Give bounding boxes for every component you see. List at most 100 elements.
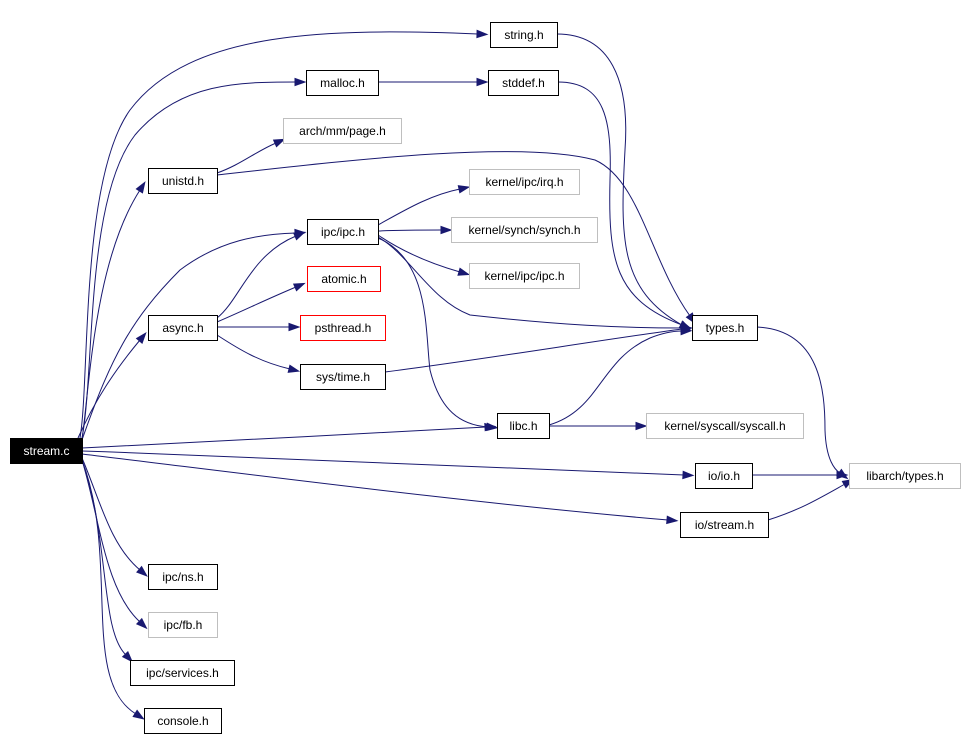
arrowhead-icon <box>292 282 306 292</box>
node-box <box>490 22 558 48</box>
node-label: string.h <box>504 28 543 42</box>
edge-line <box>81 459 127 656</box>
node-box <box>144 708 222 734</box>
node-box <box>695 463 753 489</box>
edge-line <box>384 328 683 373</box>
arrowhead-icon <box>486 422 499 432</box>
node-kernel-synch-synch-h[interactable]: kernel/synch/synch.h <box>451 217 598 243</box>
edge-stream-c-to-libc-h <box>81 422 497 449</box>
node-io-io-h[interactable]: io/io.h <box>695 463 753 489</box>
edge-line <box>81 457 141 571</box>
arrowhead-icon <box>476 29 489 39</box>
node-box <box>148 612 218 638</box>
node-box <box>646 413 804 439</box>
edge-stream-c-to-ipc-ns-h <box>81 457 148 577</box>
edge-ipc-ipc-h-to-kernel-synch-synch-h <box>377 225 453 235</box>
edge-libc-h-to-kernel-syscall-syscall-h <box>549 421 648 431</box>
node-label: libc.h <box>509 419 537 433</box>
edge-unistd-h-to-arch-mm-page-h <box>216 138 286 174</box>
edge-malloc-h-to-stddef-h <box>378 77 489 87</box>
node-stddef-h[interactable]: stddef.h <box>488 70 559 96</box>
node-label: kernel/ipc/ipc.h <box>484 269 564 283</box>
node-malloc-h[interactable]: malloc.h <box>306 70 379 96</box>
arrowhead-icon <box>121 650 134 663</box>
node-kernel-syscall-syscall-h[interactable]: kernel/syscall/syscall.h <box>646 413 804 439</box>
edge-sys-time-h-to-types-h <box>384 324 693 373</box>
node-box <box>10 438 83 464</box>
node-label: malloc.h <box>320 76 365 90</box>
edge-async-h-to-sys-time-h <box>216 334 301 373</box>
edge-line <box>216 286 297 323</box>
node-ipc-services-h[interactable]: ipc/services.h <box>130 660 235 686</box>
arrowhead-icon <box>287 364 301 373</box>
node-arch-mm-page-h[interactable]: arch/mm/page.h <box>283 118 402 144</box>
node-label: stream.c <box>23 444 69 458</box>
node-box <box>306 70 379 96</box>
node-kernel-ipc-irq-h[interactable]: kernel/ipc/irq.h <box>469 169 580 195</box>
node-label: psthread.h <box>315 321 372 335</box>
edge-line <box>216 334 291 370</box>
node-box <box>488 70 559 96</box>
edge-stddef-h-to-types-h <box>557 81 692 329</box>
node-box <box>307 219 379 245</box>
node-label: libarch/types.h <box>866 469 943 483</box>
node-ipc-fb-h[interactable]: ipc/fb.h <box>148 612 218 638</box>
node-label: arch/mm/page.h <box>299 124 386 138</box>
edge-line <box>81 426 487 449</box>
edge-line <box>377 229 443 232</box>
edge-line <box>377 237 489 428</box>
node-atomic-h[interactable]: atomic.h <box>307 266 381 292</box>
edge-ipc-ipc-h-to-kernel-ipc-irq-h <box>377 185 471 226</box>
node-string-h[interactable]: string.h <box>490 22 558 48</box>
edge-line <box>216 235 297 319</box>
edge-async-h-to-psthread-h <box>217 322 301 332</box>
node-label: io/stream.h <box>695 518 754 532</box>
node-label: kernel/ipc/irq.h <box>485 175 563 189</box>
edge-line <box>81 450 685 476</box>
node-box <box>469 169 580 195</box>
node-box <box>451 217 598 243</box>
node-io-stream-h[interactable]: io/stream.h <box>680 512 769 538</box>
node-label: ipc/ns.h <box>162 570 203 584</box>
node-libc-h[interactable]: libc.h <box>497 413 550 439</box>
node-ipc-ns-h[interactable]: ipc/ns.h <box>148 564 218 590</box>
node-stream-c[interactable]: stream.c <box>10 438 83 464</box>
node-ipc-ipc-h[interactable]: ipc/ipc.h <box>307 219 379 245</box>
node-label: kernel/synch/synch.h <box>468 223 580 237</box>
node-psthread-h[interactable]: psthread.h <box>300 315 386 341</box>
edge-libc-h-to-types-h <box>548 326 693 426</box>
node-unistd-h[interactable]: unistd.h <box>148 168 218 194</box>
edge-line <box>81 459 141 623</box>
arrowhead-icon <box>680 326 693 336</box>
node-label: unistd.h <box>162 174 204 188</box>
arrowhead-icon <box>294 77 307 87</box>
node-label: kernel/syscall/syscall.h <box>664 419 785 433</box>
node-sys-time-h[interactable]: sys/time.h <box>300 364 386 390</box>
node-box <box>148 315 218 341</box>
node-libarch-types-h[interactable]: libarch/types.h <box>849 463 961 489</box>
node-box <box>130 660 235 686</box>
arrowhead-icon <box>292 231 306 241</box>
edge-types-h-to-libarch-types-h <box>756 326 849 480</box>
edge-line <box>216 142 277 174</box>
edges-layer <box>77 29 855 720</box>
node-console-h[interactable]: console.h <box>144 708 222 734</box>
arrowhead-icon <box>272 138 286 148</box>
node-types-h[interactable]: types.h <box>692 315 758 341</box>
node-box <box>283 118 402 144</box>
edge-line <box>557 81 683 326</box>
edge-async-h-to-ipc-ipc-h <box>216 231 306 319</box>
edge-line <box>377 234 461 273</box>
node-box <box>148 564 218 590</box>
node-kernel-ipc-ipc-h[interactable]: kernel/ipc/ipc.h <box>469 263 580 289</box>
arrowhead-icon <box>136 565 148 577</box>
edge-line <box>77 339 141 439</box>
node-label: sys/time.h <box>316 370 370 384</box>
node-box <box>692 315 758 341</box>
edge-line <box>81 189 141 441</box>
edge-async-h-to-atomic-h <box>216 282 306 323</box>
arrowhead-icon <box>440 225 453 235</box>
node-label: ipc/ipc.h <box>321 225 365 239</box>
node-async-h[interactable]: async.h <box>148 315 218 341</box>
arrowhead-icon <box>635 421 648 431</box>
